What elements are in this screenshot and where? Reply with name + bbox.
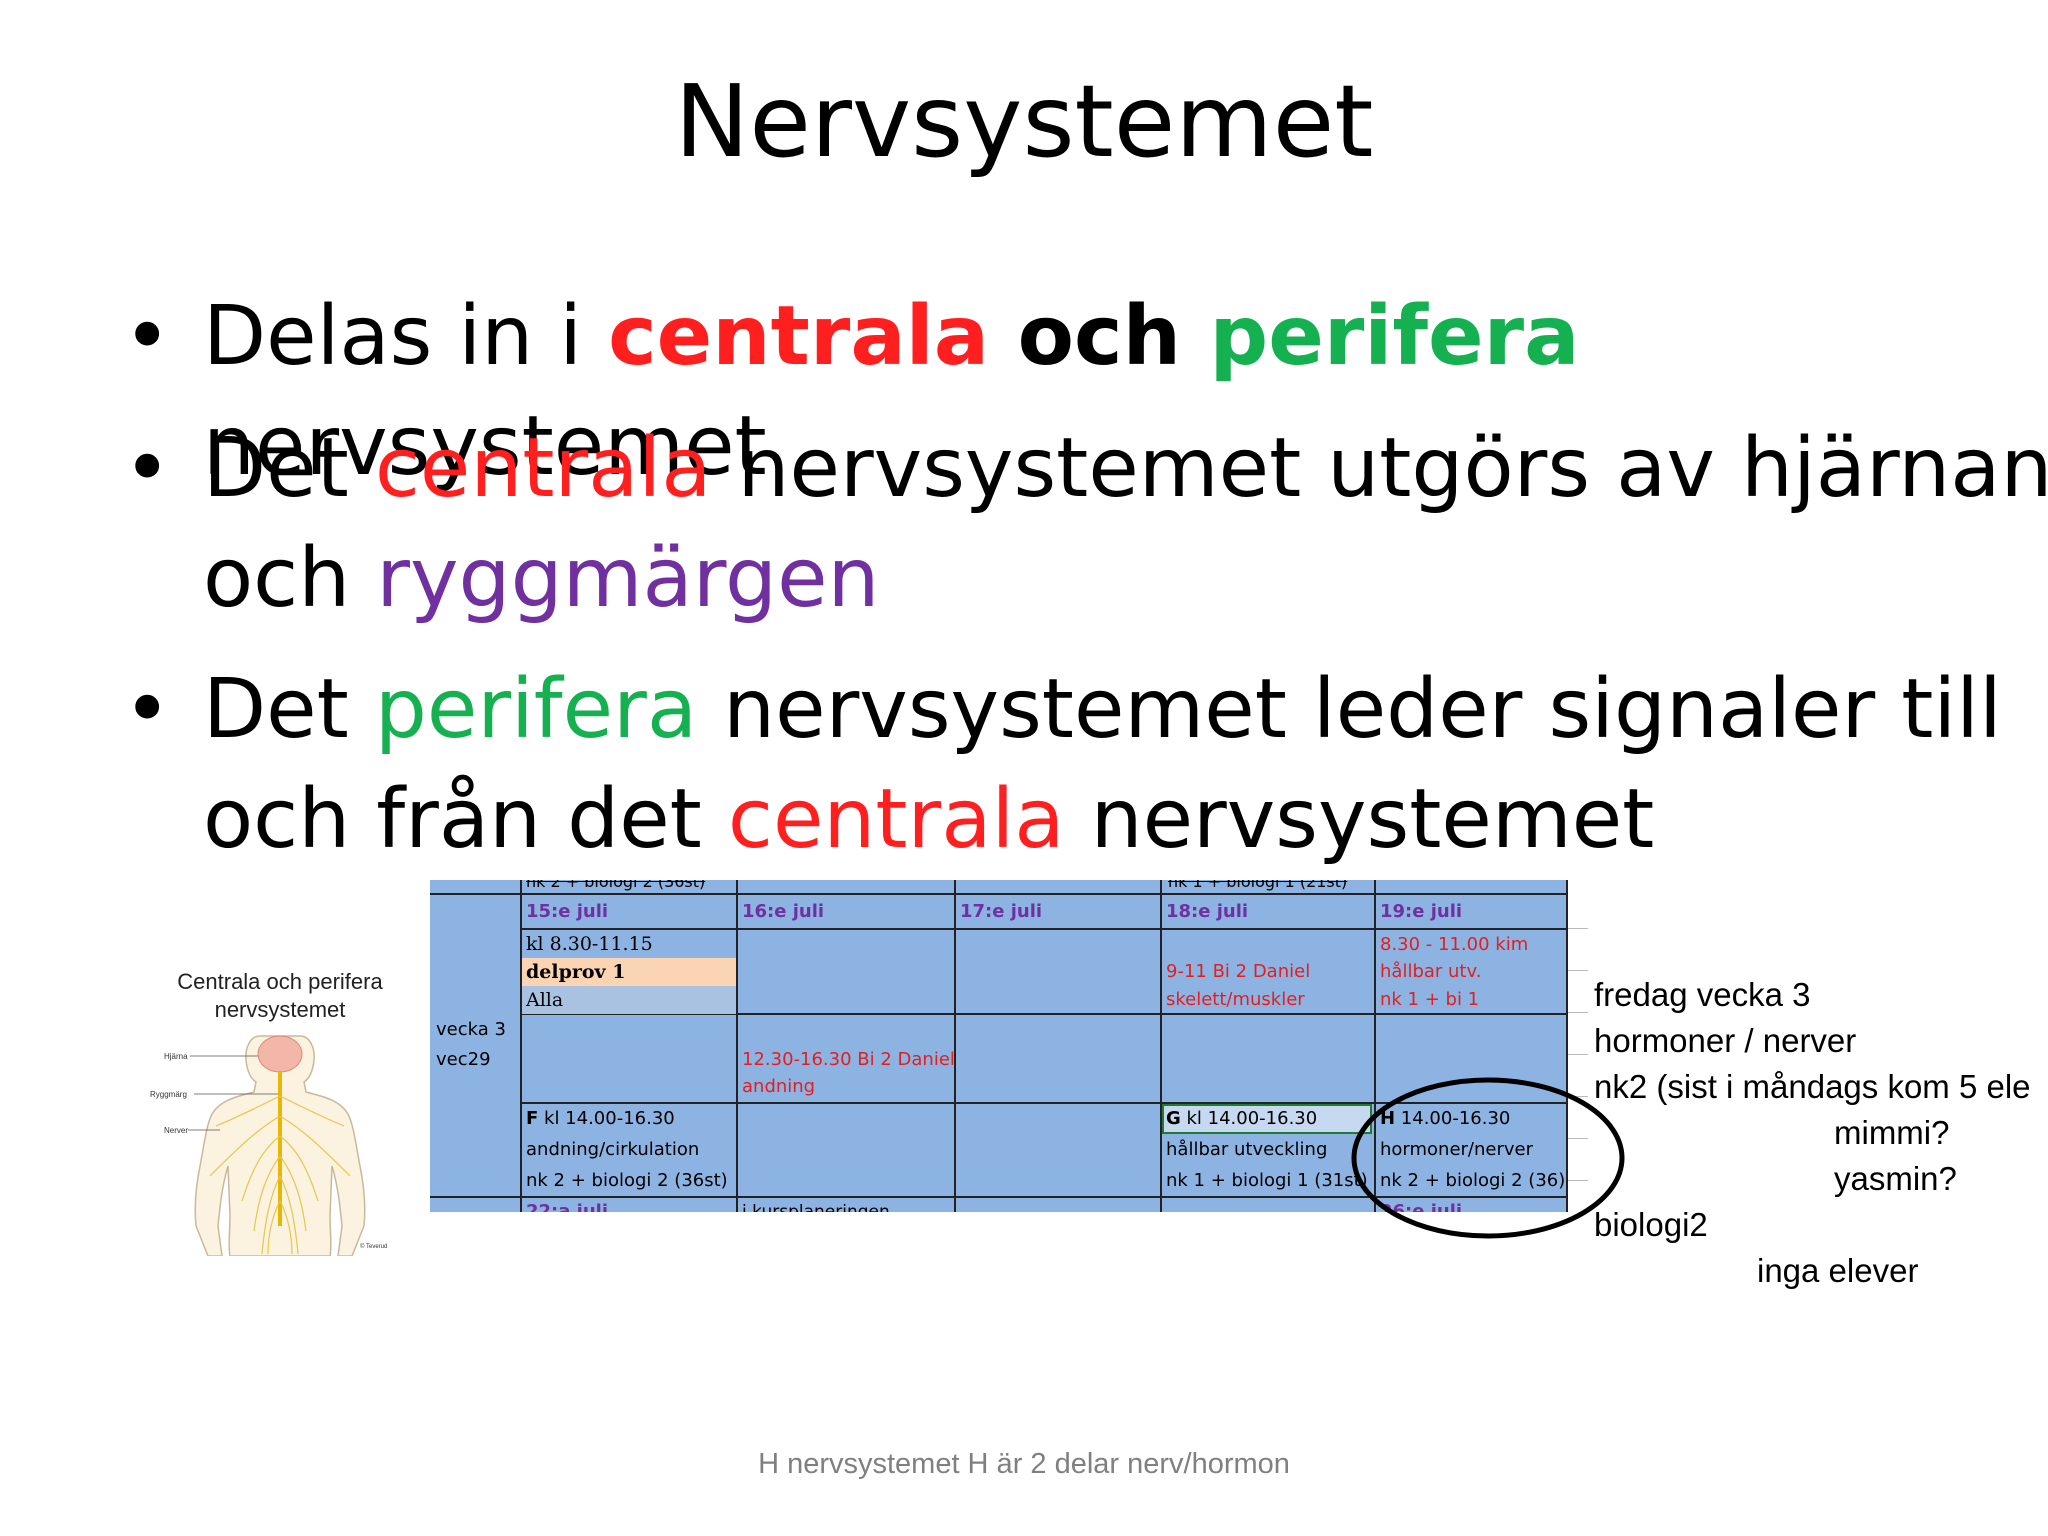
- date-19: 19:e juli: [1380, 901, 1463, 922]
- h-letter: H: [1380, 1108, 1396, 1129]
- f-block-group: nk 2 + biologi 2 (36st): [526, 1170, 728, 1191]
- bullet-dot: •: [123, 421, 172, 516]
- illustration-credit: © Teverud: [360, 1243, 387, 1250]
- g-block-group: nk 1 + biologi 1 (31st): [1166, 1170, 1368, 1191]
- bullet-2-och: och: [203, 531, 377, 626]
- g-block-topic: hållbar utveckling: [1166, 1139, 1328, 1160]
- date-17: 17:e juli: [960, 901, 1043, 922]
- bullet-1: • Delas in i centrala och perifera nervs…: [115, 282, 2048, 502]
- date-16: 16:e juli: [742, 901, 825, 922]
- h-block-topic: hormoner/nerver: [1380, 1139, 1534, 1160]
- schedule-screenshot: nk 2 + biologi 2 (36st) nk 1 + biologi 1…: [430, 880, 1568, 1212]
- label-hjarna: Hjärna: [164, 1052, 188, 1061]
- bullet-1-perifera: perifera: [1209, 289, 1580, 384]
- note-line: hormoner / nerver: [1594, 1022, 1857, 1059]
- h-time: 14.00-16.30: [1395, 1108, 1511, 1129]
- c16-topic: andning: [742, 1076, 816, 1097]
- c16-time: 12.30-16.30 Bi 2 Daniel: [742, 1049, 954, 1070]
- bullet-1-text: Delas in i: [203, 289, 609, 384]
- date-18: 18:e juli: [1166, 901, 1249, 922]
- h-block-time: H 14.00-16.30: [1376, 1105, 1566, 1133]
- f-block-topic: andning/cirkulation: [526, 1139, 700, 1160]
- bullet-1-centrala: centrala: [608, 289, 990, 384]
- bullet-dot: •: [123, 289, 172, 384]
- c15-alla: Alla: [522, 986, 736, 1014]
- note-line: mimmi?: [1834, 1114, 1950, 1151]
- bullet-3: • Det perifera nervsystemet leder signal…: [115, 655, 2048, 875]
- c18-topic: skelett/muskler: [1166, 989, 1305, 1010]
- f-letter: F: [526, 1108, 539, 1129]
- note-line: nk2 (sist i måndags kom 5 ele: [1594, 1068, 2031, 1105]
- c15-delprov: delprov 1: [522, 958, 736, 986]
- bullet-2-ryggmargen: ryggmärgen: [376, 531, 880, 626]
- bottom-mid: i kursplaneringen: [742, 1202, 890, 1212]
- note-line: biologi2: [1594, 1206, 1708, 1243]
- bullet-1-och: och: [989, 289, 1210, 384]
- c15-time: kl 8.30-11.15: [526, 933, 653, 955]
- bullet-1-end: nervsystemet: [203, 399, 767, 494]
- note-line: yasmin?: [1834, 1160, 1957, 1197]
- bullet-3-och: och från det: [203, 772, 728, 867]
- bullet-3-centrala: centrala: [727, 772, 1065, 867]
- c19-group: nk 1 + bi 1: [1380, 989, 1480, 1010]
- label-nerver: Nerver: [164, 1126, 188, 1135]
- caption-line-2: nervsystemet: [214, 997, 346, 1022]
- bullet-3-mid: nervsystemet leder signaler till: [697, 662, 2002, 757]
- bullet-dot: •: [123, 662, 172, 757]
- bullet-2-text: Det: [203, 421, 375, 516]
- bottom-date-right: 26:e juli: [1380, 1201, 1463, 1212]
- g-block-time: G kl 14.00-16.30: [1162, 1105, 1374, 1133]
- bullet-3-perifera: perifera: [374, 662, 698, 757]
- illustration-caption: Centrala och perifera nervsystemet: [150, 968, 410, 1024]
- c19-time: 8.30 - 11.00 kim: [1380, 934, 1529, 955]
- note-line: inga elever: [1757, 1252, 1919, 1289]
- c19-topic: hållbar utv.: [1380, 961, 1482, 982]
- schedule-top-right: nk 1 + biologi 1 (21st): [1168, 880, 1348, 891]
- notes-panel: fredag vecka 3 hormoner / nerver nk2 (si…: [1594, 972, 2031, 1294]
- f-block-time: F kl 14.00-16.30: [522, 1105, 736, 1133]
- bullet-3-text: Det: [203, 662, 375, 757]
- caption-line-1: Centrala och perifera: [177, 969, 383, 994]
- f-time: kl 14.00-16.30: [538, 1108, 675, 1129]
- label-ryggmarg: Ryggmärg: [150, 1090, 187, 1099]
- bottom-date-left: 22:a juli: [526, 1201, 608, 1212]
- grid-edge: [1568, 882, 1588, 1212]
- bullet-2-mid: nervsystemet utgörs av hjärnan: [711, 421, 2048, 516]
- highlight-circle-icon: [1351, 1077, 1625, 1239]
- body-figure-icon: Hjärna Ryggmärg Nerver © Teverud: [150, 1035, 387, 1256]
- bullet-3-end: nervsystemet: [1064, 772, 1655, 867]
- c18-time: 9-11 Bi 2 Daniel: [1166, 961, 1311, 982]
- g-letter: G: [1166, 1108, 1181, 1129]
- bullet-2: • Det centrala nervsystemet utgörs av hj…: [115, 414, 2048, 634]
- selected-cell[interactable]: [1162, 1104, 1372, 1134]
- slide-title: Nervsystemet: [674, 63, 1374, 180]
- week-label: vecka 3: [436, 1019, 506, 1040]
- note-line: fredag vecka 3: [1594, 976, 1811, 1013]
- slide-footer: H nervsystemet H är 2 delar nerv/hormon: [758, 1448, 1290, 1480]
- date-15: 15:e juli: [526, 901, 609, 922]
- nervous-system-illustration: Centrala och perifera nervsystemet: [150, 968, 410, 1258]
- h-block-group: nk 2 + biologi 2 (36): [1380, 1170, 1566, 1191]
- schedule-top-left: nk 2 + biologi 2 (36st): [526, 880, 706, 891]
- g-time: kl 14.00-16.30: [1180, 1108, 1318, 1129]
- bullet-2-centrala: centrala: [374, 421, 712, 516]
- week-label-2: vec29: [436, 1049, 491, 1070]
